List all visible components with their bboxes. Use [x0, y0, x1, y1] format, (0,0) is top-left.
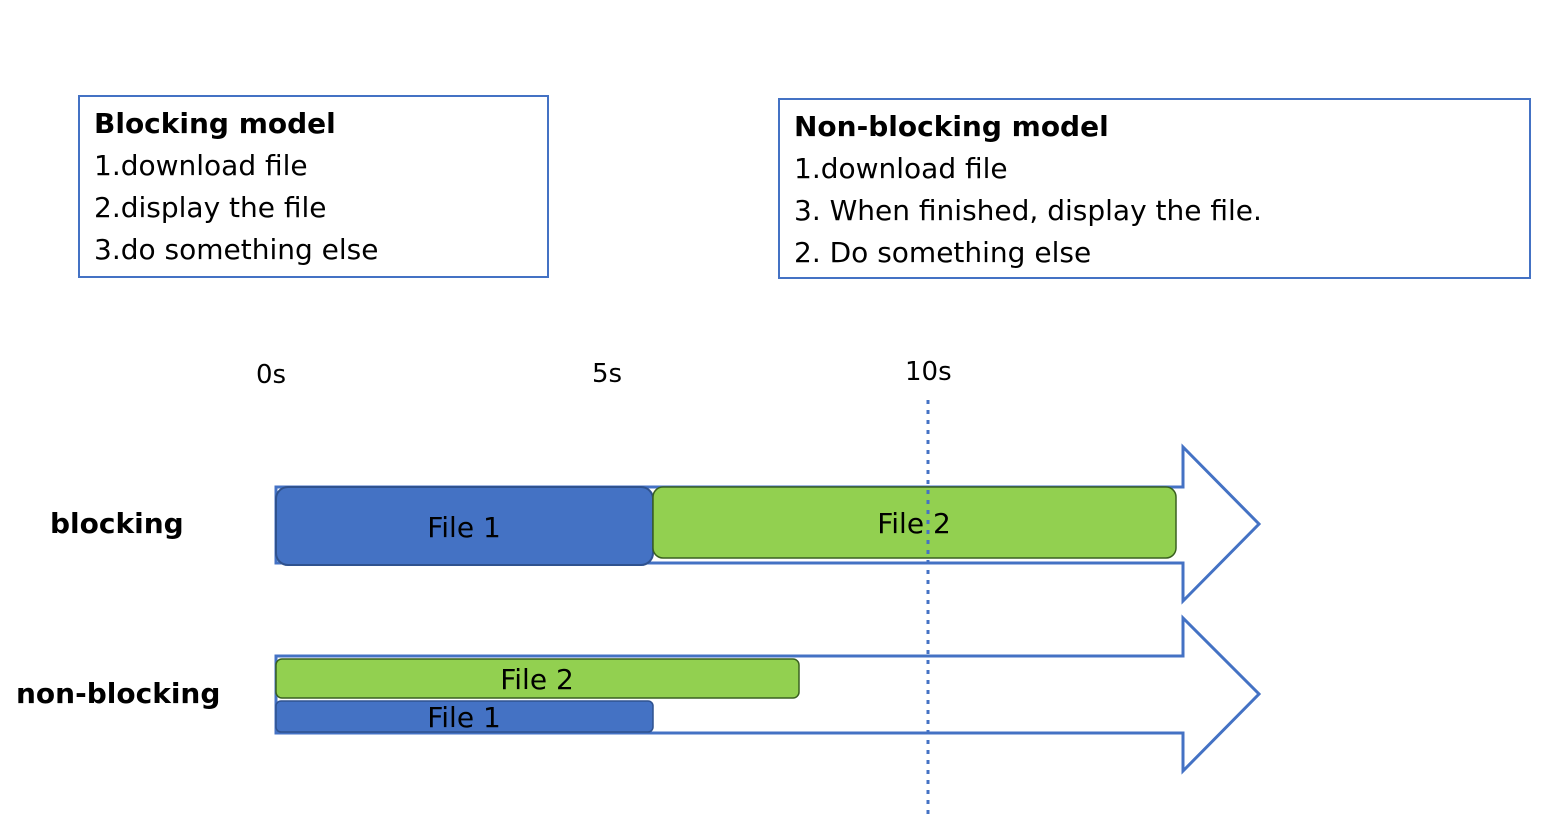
blocking-step-3: 3.do something else	[94, 233, 379, 266]
blocking-model-title: Blocking model	[94, 107, 336, 140]
nonblocking-model-title: Non-blocking model	[794, 110, 1109, 143]
tick-10s: 10s	[905, 357, 952, 387]
blocking-step-2: 2.display the file	[94, 191, 327, 224]
tick-5s: 5s	[592, 359, 623, 389]
nonblocking-step-1: 1.download file	[794, 152, 1008, 185]
blocking-file2-label: File 2	[877, 507, 951, 540]
nonblocking-step-3: 2. Do something else	[794, 236, 1092, 269]
nonblocking-file2-label: File 2	[500, 663, 574, 696]
blocking-model-box: Blocking model 1.download file 2.display…	[78, 95, 549, 278]
nonblocking-step-2: 3. When finished, display the file.	[794, 194, 1262, 227]
nonblocking-file1-label: File 1	[427, 701, 501, 734]
blocking-file2-bar	[652, 486, 1177, 559]
nonblocking-model-box: Non-blocking model 1.download file 3. Wh…	[778, 98, 1531, 279]
row-label-nonblocking: non-blocking	[16, 677, 221, 710]
tick-0s: 0s	[256, 360, 287, 390]
nonblocking-file1-bar	[275, 700, 654, 733]
blocking-step-1: 1.download file	[94, 149, 308, 182]
nonblocking-file2-bar	[275, 658, 800, 699]
blocking-file1-label: File 1	[427, 511, 501, 544]
row-label-blocking: blocking	[50, 507, 184, 540]
